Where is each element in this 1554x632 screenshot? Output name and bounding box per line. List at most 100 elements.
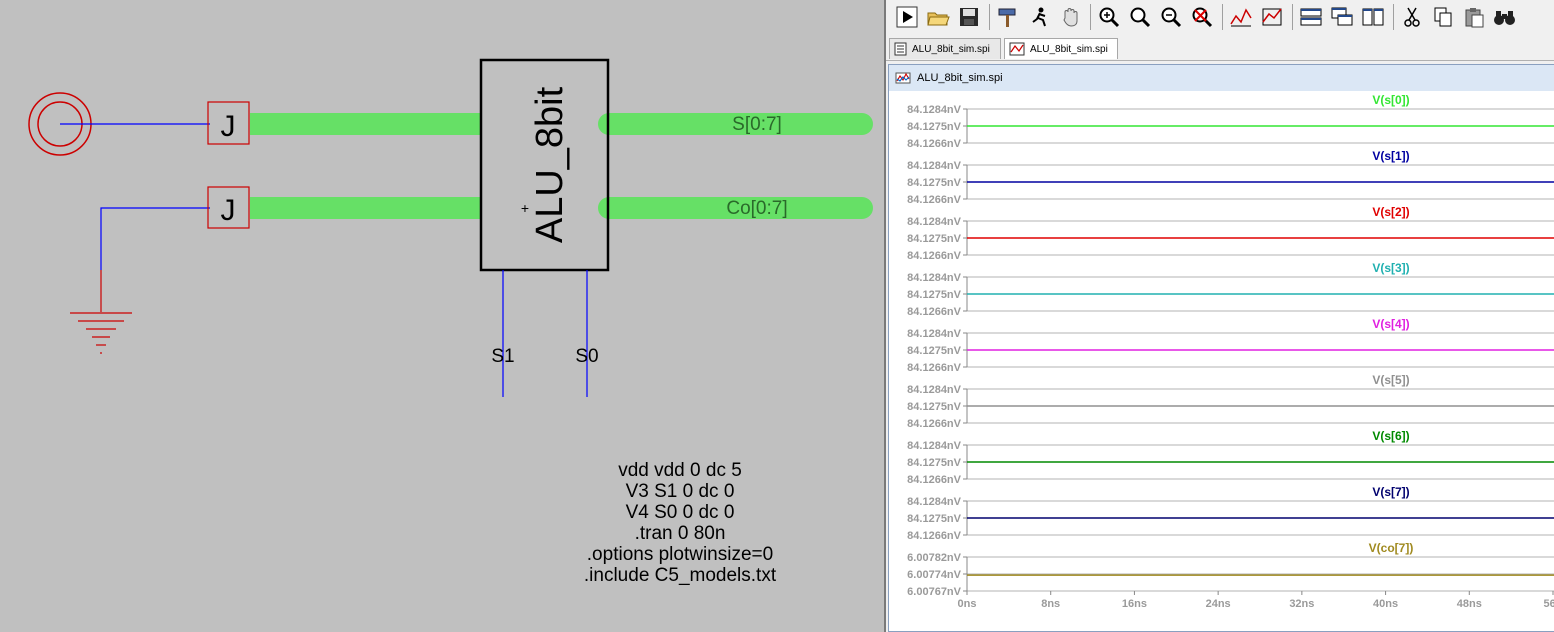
trace-label: V(s[3]) xyxy=(1372,261,1409,275)
x-tick-label: 48ns xyxy=(1457,598,1482,610)
y-tick-label: 84.1275nV xyxy=(907,513,961,525)
spice-line: .options plotwinsize=0 xyxy=(586,544,774,565)
port-label-top: J xyxy=(221,110,236,143)
trace-label: V(s[5]) xyxy=(1372,373,1409,387)
trace-label: V(s[0]) xyxy=(1372,93,1409,107)
spice-line: .tran 0 80n xyxy=(634,523,726,544)
ground-icon[interactable] xyxy=(70,312,132,354)
y-tick-label: 84.1284nV xyxy=(907,328,961,340)
hammer-icon[interactable] xyxy=(995,4,1021,30)
autorange-icon[interactable] xyxy=(1228,4,1254,30)
y-tick-label: 84.1266nV xyxy=(907,530,961,542)
x-tick-label: 8ns xyxy=(1041,598,1060,610)
tab-waveform[interactable]: ALU_8bit_sim.spi xyxy=(1004,38,1118,59)
y-tick-label: 84.1266nV xyxy=(907,306,961,318)
alu-block[interactable] xyxy=(479,58,610,272)
wire-ground-to-port[interactable] xyxy=(100,207,210,270)
tile-vertical-icon[interactable] xyxy=(1360,4,1386,30)
y-tick-label: 84.1275nV xyxy=(907,345,961,357)
y-tick-label: 84.1266nV xyxy=(907,418,961,430)
trace-label: V(co[7]) xyxy=(1369,541,1414,555)
toolbar-separator xyxy=(1222,4,1223,30)
tab-label: ALU_8bit_sim.spi xyxy=(912,43,990,55)
y-tick-label: 84.1284nV xyxy=(907,440,961,452)
x-tick-label: 16ns xyxy=(1122,598,1147,610)
y-tick-label: 84.1266nV xyxy=(907,250,961,262)
run-man-icon[interactable] xyxy=(1026,4,1052,30)
y-tick-label: 84.1275nV xyxy=(907,177,961,189)
block-origin-marker: + xyxy=(521,200,529,216)
y-tick-label: 6.00782nV xyxy=(907,552,961,564)
port-label-bottom: J xyxy=(221,194,236,227)
save-icon[interactable] xyxy=(956,4,982,30)
plot-window-title: ALU_8bit_sim.spi xyxy=(917,72,1003,84)
tab-label: ALU_8bit_sim.spi xyxy=(1030,43,1108,55)
y-tick-label: 84.1275nV xyxy=(907,457,961,469)
x-tick-label: 32ns xyxy=(1289,598,1314,610)
bus-label-co: Co[0:7] xyxy=(726,198,787,219)
run-icon[interactable] xyxy=(894,4,920,30)
trace-label: V(s[7]) xyxy=(1372,485,1409,499)
plot-window[interactable]: ALU_8bit_sim.spi V(s[0]) 84.1284nV 84.1275… xyxy=(888,64,1554,632)
y-tick-label: 84.1284nV xyxy=(907,160,961,172)
schematic-drawing: J J ALU_8bit + S[0:7] Co[0:7] S1 S0 xyxy=(28,58,873,397)
y-tick-label: 84.1275nV xyxy=(907,289,961,301)
zoom-out-icon[interactable] xyxy=(1158,4,1184,30)
x-tick-label: 0ns xyxy=(958,598,977,610)
y-tick-label: 84.1266nV xyxy=(907,474,961,486)
y-tick-label: 6.00767nV xyxy=(907,586,961,598)
y-tick-label: 84.1284nV xyxy=(907,272,961,284)
waveform-icon xyxy=(895,72,911,84)
pan-hand-icon[interactable] xyxy=(1057,4,1083,30)
pin-label-s1: S1 xyxy=(491,346,514,367)
spice-line: .include C5_models.txt xyxy=(583,565,777,586)
y-tick-label: 6.00774nV xyxy=(907,569,961,581)
trace-label: V(s[4]) xyxy=(1372,317,1409,331)
port-box-bottom[interactable] xyxy=(207,186,250,229)
toolbar-separator xyxy=(1090,4,1091,30)
paste-icon[interactable] xyxy=(1461,4,1487,30)
copy-icon[interactable] xyxy=(1430,4,1456,30)
grid-icon[interactable] xyxy=(1259,4,1285,30)
y-tick-label: 84.1266nV xyxy=(907,362,961,374)
zoom-in-icon[interactable] xyxy=(1096,4,1122,30)
x-tick-label: 56n xyxy=(1544,598,1554,610)
port-box-top[interactable] xyxy=(207,101,250,145)
spice-line: V4 S0 0 dc 0 xyxy=(625,502,735,523)
y-tick-label: 84.1284nV xyxy=(907,216,961,228)
open-folder-icon[interactable] xyxy=(925,4,951,30)
toolbar-separator xyxy=(1292,4,1293,30)
y-tick-label: 84.1266nV xyxy=(907,194,961,206)
zoom-cancel-icon[interactable] xyxy=(1189,4,1215,30)
tab-netlist[interactable]: ALU_8bit_sim.spi xyxy=(889,38,1001,59)
zoom-area-icon[interactable] xyxy=(1127,4,1153,30)
tile-horizontal-icon[interactable] xyxy=(1298,4,1324,30)
spice-line: vdd vdd 0 dc 5 xyxy=(618,460,742,481)
tab-bar: ALU_8bit_sim.spi ALU_8bit_sim.spi xyxy=(886,36,1554,61)
y-tick-label: 84.1275nV xyxy=(907,121,961,133)
toolbar-separator xyxy=(989,4,990,30)
waveform-icon xyxy=(1009,42,1025,56)
y-tick-label: 84.1284nV xyxy=(907,384,961,396)
spice-line: V3 S1 0 dc 0 xyxy=(625,481,735,502)
trace-label: V(s[2]) xyxy=(1372,205,1409,219)
schematic-canvas[interactable]: J J ALU_8bit + S[0:7] Co[0:7] S1 S0 vdd … xyxy=(0,0,884,632)
trace-label: V(s[6]) xyxy=(1372,429,1409,443)
pin-label-s0: S0 xyxy=(575,346,598,367)
cut-icon[interactable] xyxy=(1399,4,1425,30)
toolbar-separator xyxy=(1393,4,1394,30)
y-tick-label: 84.1275nV xyxy=(907,401,961,413)
spice-directive[interactable]: vdd vdd 0 dc 5 V3 S1 0 dc 0 V4 S0 0 dc 0… xyxy=(560,460,800,586)
y-tick-label: 84.1266nV xyxy=(907,138,961,150)
bus-label-s: S[0:7] xyxy=(732,114,782,135)
y-tick-label: 84.1284nV xyxy=(907,496,961,508)
waveform-plot[interactable]: V(s[0]) 84.1284nV 84.1275nV 84.1266nV V(s[1]… xyxy=(889,91,1554,631)
cascade-icon[interactable] xyxy=(1329,4,1355,30)
x-tick-label: 40ns xyxy=(1373,598,1398,610)
plot-window-titlebar[interactable]: ALU_8bit_sim.spi xyxy=(889,65,1554,91)
y-tick-label: 84.1275nV xyxy=(907,233,961,245)
find-icon[interactable] xyxy=(1492,4,1518,30)
trace-label: V(s[1]) xyxy=(1372,149,1409,163)
netlist-icon xyxy=(894,42,907,56)
toolbar xyxy=(886,0,1554,34)
